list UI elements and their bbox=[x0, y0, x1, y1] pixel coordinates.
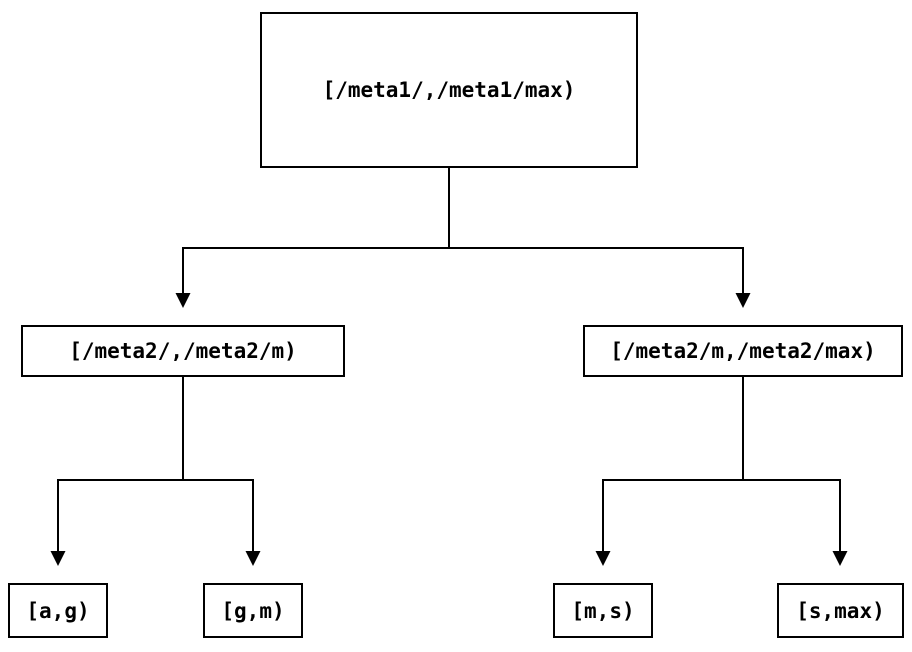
edge-right-trunk bbox=[602, 377, 841, 481]
leaf-m-s: [m,s) bbox=[553, 583, 653, 638]
node-root-label: [/meta1/,/meta1/max) bbox=[322, 78, 576, 102]
leaf-g-m: [g,m) bbox=[203, 583, 303, 638]
edge-root-left bbox=[175, 247, 191, 308]
leaf-g-m-label: [g,m) bbox=[221, 598, 285, 623]
leaf-m-s-label: [m,s) bbox=[571, 598, 635, 623]
edge-root-right bbox=[735, 247, 751, 308]
node-meta2-upper-label: [/meta2/m,/meta2/max) bbox=[610, 339, 876, 363]
edge-root-trunk bbox=[182, 168, 744, 249]
edge-left-trunk bbox=[57, 377, 254, 481]
edge-left-leaf-gm bbox=[245, 479, 261, 566]
leaf-s-max-label: [s,max) bbox=[796, 598, 885, 623]
edge-right-leaf-smax bbox=[832, 479, 848, 566]
edge-right-leaf-ms bbox=[595, 479, 611, 566]
node-meta2-upper: [/meta2/m,/meta2/max) bbox=[583, 325, 903, 377]
node-root: [/meta1/,/meta1/max) bbox=[260, 12, 638, 168]
leaf-a-g: [a,g) bbox=[8, 583, 108, 638]
leaf-s-max: [s,max) bbox=[777, 583, 904, 638]
node-meta2-lower: [/meta2/,/meta2/m) bbox=[21, 325, 345, 377]
leaf-a-g-label: [a,g) bbox=[26, 598, 90, 623]
edge-left-leaf-ag bbox=[50, 479, 66, 566]
node-meta2-lower-label: [/meta2/,/meta2/m) bbox=[69, 339, 297, 363]
